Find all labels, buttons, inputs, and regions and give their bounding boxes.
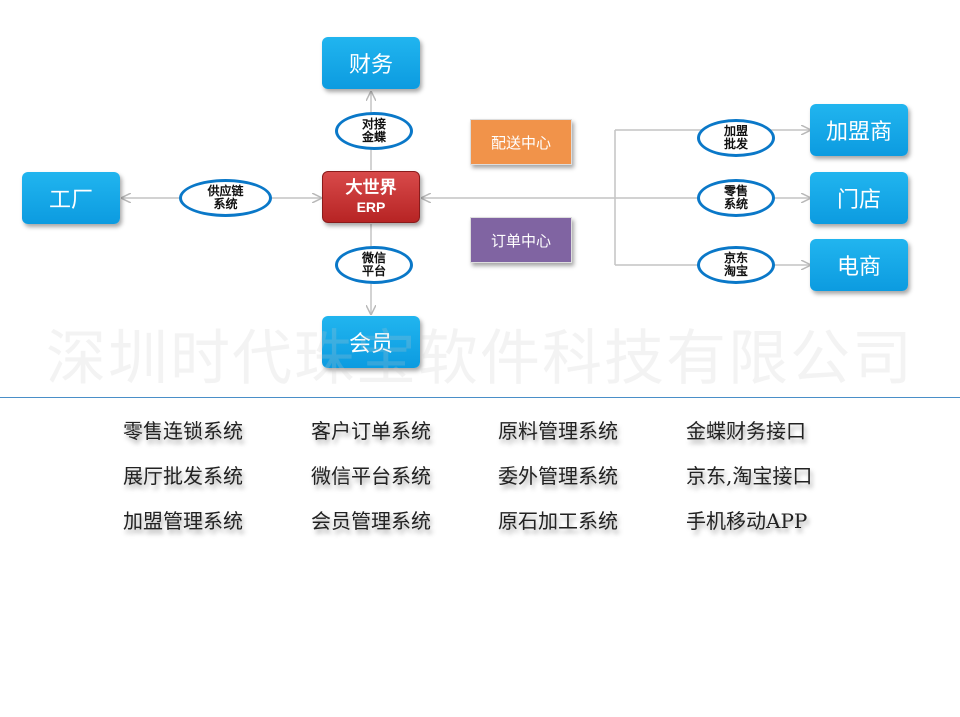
- module-item: 展厅批发系统: [123, 464, 243, 488]
- wechat-connector: 微信 平台: [335, 246, 413, 284]
- module-item: 客户订单系统: [311, 419, 431, 443]
- retail-line1: 零售: [723, 183, 748, 198]
- jd-taobao-line2: 淘宝: [723, 264, 748, 278]
- supply-chain-connector: 供应链 系统: [179, 179, 272, 217]
- module-item: 加盟管理系统: [123, 509, 243, 533]
- module-item: 京东,淘宝接口: [686, 464, 813, 488]
- franchise-wholesale-line1: 加盟: [723, 123, 748, 138]
- section-divider: [0, 397, 960, 398]
- jd-taobao-line1: 京东: [723, 250, 748, 265]
- member-label: 会员: [348, 332, 393, 357]
- kingdee-connector: 对接 金蝶: [335, 112, 413, 150]
- distribution-center-box: 配送中心: [470, 119, 572, 165]
- module-item: 金蝶财务接口: [686, 419, 806, 443]
- erp-core-subtitle: ERP: [356, 198, 386, 215]
- module-item: 微信平台系统: [311, 464, 431, 488]
- retail-connector: 零售 系统: [697, 179, 775, 217]
- module-item: 原料管理系统: [498, 419, 618, 443]
- supply-chain-line2: 系统: [213, 197, 238, 211]
- ecommerce-node: 电商: [810, 239, 908, 291]
- order-center-label: 订单中心: [490, 231, 551, 250]
- kingdee-line1: 对接: [361, 116, 386, 131]
- module-item: 原石加工系统: [498, 509, 618, 533]
- erp-core-title: 大世界: [345, 178, 397, 199]
- module-item: 会员管理系统: [311, 509, 431, 533]
- distribution-center-label: 配送中心: [490, 133, 551, 152]
- finance-label: 财务: [348, 53, 393, 78]
- franchise-node: 加盟商: [810, 104, 908, 156]
- wechat-line2: 平台: [361, 264, 386, 278]
- ecommerce-label: 电商: [836, 255, 881, 280]
- factory-node: 工厂: [22, 172, 120, 224]
- jd-taobao-connector: 京东 淘宝: [697, 246, 775, 284]
- supply-chain-line1: 供应链: [207, 183, 244, 198]
- wechat-line1: 微信: [361, 250, 386, 265]
- factory-label: 工厂: [48, 188, 93, 213]
- member-node: 会员: [322, 316, 420, 368]
- erp-core-node: 大世界 ERP: [322, 171, 420, 223]
- franchise-label: 加盟商: [825, 120, 892, 145]
- franchise-wholesale-line2: 批发: [723, 137, 748, 151]
- module-item: 零售连锁系统: [123, 419, 243, 443]
- franchise-wholesale-connector: 加盟 批发: [697, 119, 775, 157]
- kingdee-line2: 金蝶: [361, 130, 386, 144]
- retail-line2: 系统: [723, 197, 748, 211]
- order-center-box: 订单中心: [470, 217, 572, 263]
- store-node: 门店: [810, 172, 908, 224]
- finance-node: 财务: [322, 37, 420, 89]
- store-label: 门店: [836, 188, 881, 213]
- module-item: 手机移动APP: [686, 509, 808, 533]
- module-item: 委外管理系统: [498, 464, 618, 488]
